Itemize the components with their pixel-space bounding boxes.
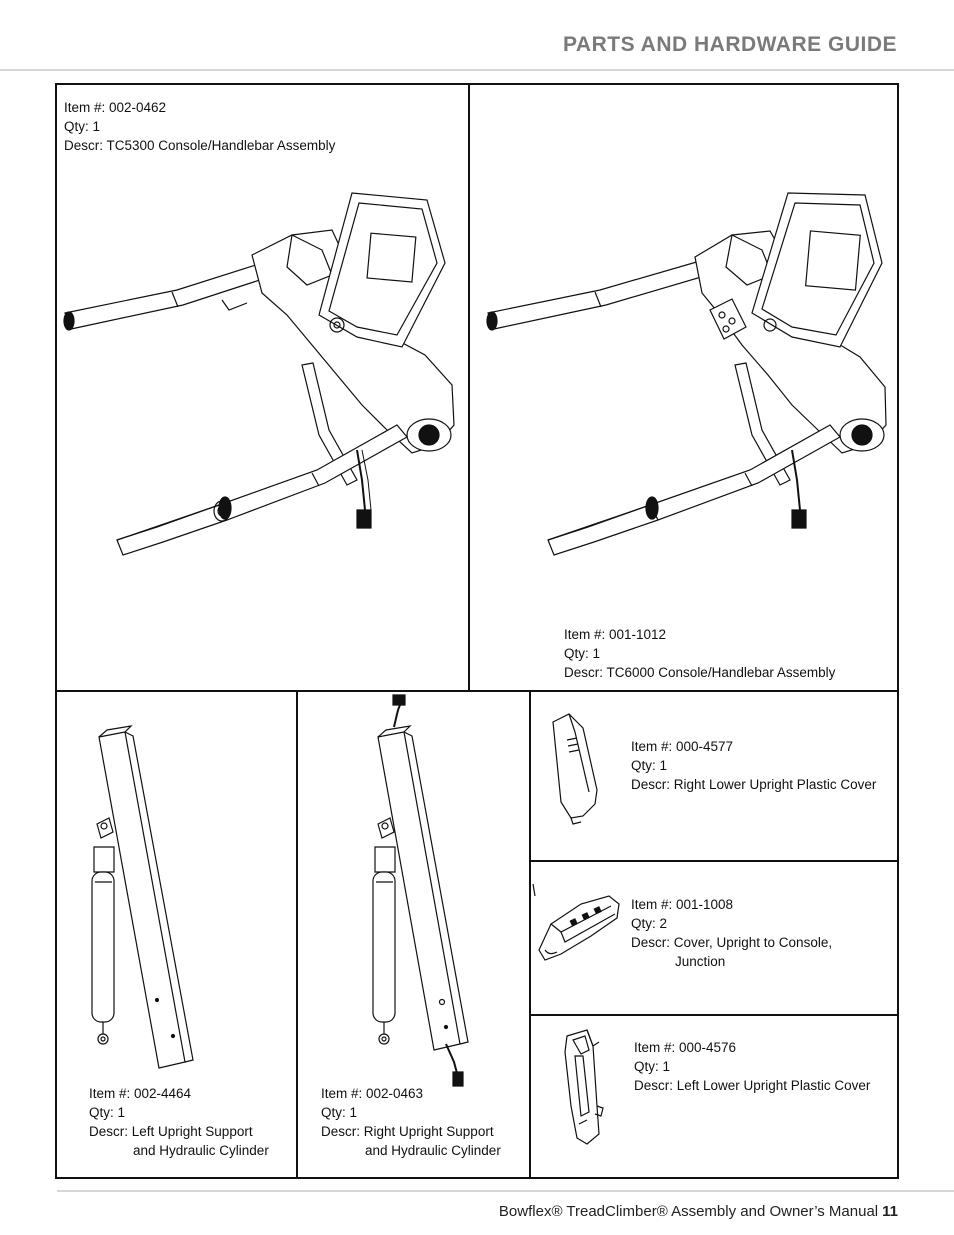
part-item-number: Item #: 001-1008 — [631, 897, 734, 912]
part-info: Item #: 000-4577 Qty: 1 Descr: Right Low… — [631, 737, 876, 794]
header-divider — [0, 69, 954, 71]
part-qty: Qty: 1 — [64, 119, 101, 134]
part-cell-right-upright-support: Item #: 002-0463 Qty: 1 Descr: Right Upr… — [296, 690, 531, 1179]
console-handlebar-illustration — [470, 85, 897, 690]
manual-title: Bowflex® TreadClimber® Assembly and Owne… — [498, 1203, 879, 1220]
part-description: Descr: Right Upright Support — [321, 1124, 494, 1139]
part-cell-left-lower-cover: Item #: 000-4576 Qty: 1 Descr: Left Lowe… — [529, 1014, 899, 1179]
part-cell-tc6000-console: Item #: 001-1012 Qty: 1 Descr: TC6000 Co… — [468, 83, 899, 692]
part-description: Descr: TC5300 Console/Handlebar Assembly — [64, 138, 336, 153]
page-title: PARTS AND HARDWARE GUIDE — [562, 33, 897, 56]
part-description-continued: Junction — [675, 954, 726, 969]
part-item-number: Item #: 001-1012 — [564, 627, 667, 642]
part-description: Descr: Right Lower Upright Plastic Cover — [631, 777, 877, 792]
page-number: 11 — [882, 1203, 898, 1220]
part-qty: Qty: 1 — [564, 646, 601, 661]
part-qty: Qty: 1 — [634, 1059, 671, 1074]
part-qty: Qty: 1 — [631, 758, 668, 773]
part-cell-right-lower-cover: Item #: 000-4577 Qty: 1 Descr: Right Low… — [529, 690, 899, 862]
upright-support-illustration — [298, 692, 529, 1177]
part-description: Descr: Cover, Upright to Console, — [631, 935, 833, 950]
footer-divider — [57, 1190, 954, 1192]
console-handlebar-illustration — [57, 85, 468, 690]
page-footer: Bowflex® TreadClimber® Assembly and Owne… — [499, 1203, 898, 1220]
part-description: Descr: Left Lower Upright Plastic Cover — [634, 1078, 871, 1093]
part-qty: Qty: 1 — [89, 1105, 126, 1120]
part-item-number: Item #: 000-4576 — [634, 1040, 737, 1055]
upright-support-illustration — [57, 692, 296, 1177]
junction-cover-illustration — [531, 862, 897, 1014]
part-qty: Qty: 2 — [631, 916, 668, 931]
plastic-cover-illustration — [531, 692, 897, 860]
part-description: Descr: Left Upright Support — [89, 1124, 253, 1139]
part-cell-left-upright-support: Item #: 002-4464 Qty: 1 Descr: Left Upri… — [55, 690, 298, 1179]
part-info: Item #: 000-4576 Qty: 1 Descr: Left Lowe… — [634, 1038, 870, 1095]
part-item-number: Item #: 002-0463 — [321, 1086, 424, 1101]
part-description: Descr: TC6000 Console/Handlebar Assembly — [564, 665, 836, 680]
part-info: Item #: 002-0462 Qty: 1 Descr: TC5300 Co… — [64, 98, 335, 155]
part-info: Item #: 001-1008 Qty: 2 Descr: Cover, Up… — [631, 895, 832, 971]
part-item-number: Item #: 002-0462 — [64, 100, 167, 115]
part-info: Item #: 001-1012 Qty: 1 Descr: TC6000 Co… — [564, 625, 835, 682]
part-cell-junction-cover: Item #: 001-1008 Qty: 2 Descr: Cover, Up… — [529, 860, 899, 1016]
part-qty: Qty: 1 — [321, 1105, 358, 1120]
plastic-cover-illustration — [531, 1016, 897, 1177]
part-description-continued: and Hydraulic Cylinder — [365, 1143, 501, 1158]
part-description-continued: and Hydraulic Cylinder — [133, 1143, 269, 1158]
parts-grid: Item #: 002-0462 Qty: 1 Descr: TC5300 Co… — [55, 83, 899, 1179]
part-item-number: Item #: 002-4464 — [89, 1086, 192, 1101]
part-info: Item #: 002-0463 Qty: 1 Descr: Right Upr… — [321, 1084, 501, 1160]
part-item-number: Item #: 000-4577 — [631, 739, 734, 754]
part-cell-tc5300-console: Item #: 002-0462 Qty: 1 Descr: TC5300 Co… — [55, 83, 470, 692]
part-info: Item #: 002-4464 Qty: 1 Descr: Left Upri… — [89, 1084, 269, 1160]
